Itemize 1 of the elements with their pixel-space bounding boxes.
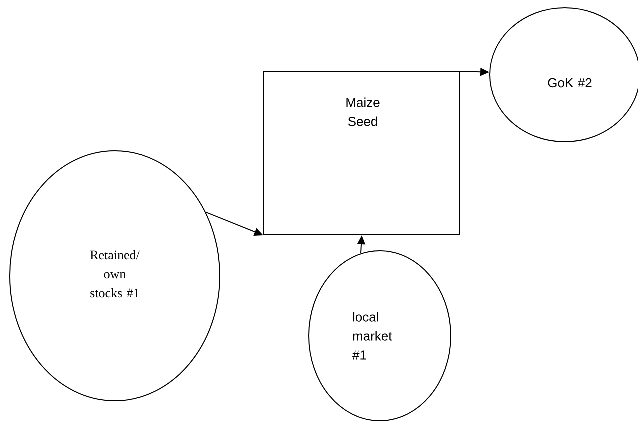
- process-box: Maize Seed: [264, 72, 460, 236]
